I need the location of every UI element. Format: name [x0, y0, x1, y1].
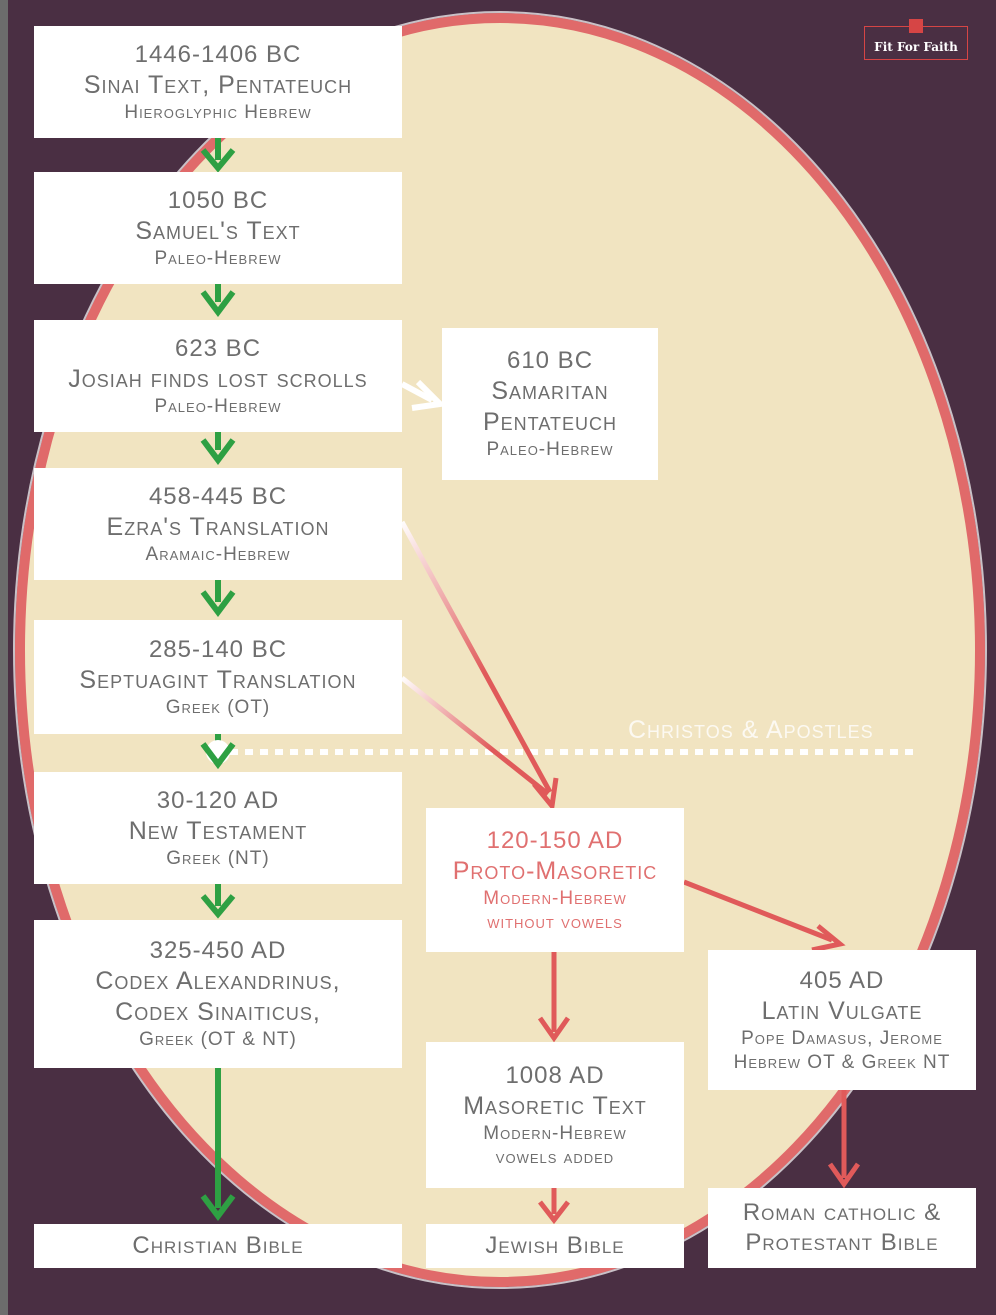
fit-for-faith-logo[interactable]: Fit For Faith	[864, 19, 968, 60]
box-script-line2: without vowels	[487, 911, 623, 933]
box-title: Septuagint Translation	[79, 665, 357, 694]
box-christian-bible: Christian Bible	[34, 1224, 402, 1268]
box-script: Greek (OT & NT)	[139, 1029, 297, 1051]
box-date: 458-445 BC	[148, 482, 288, 510]
box-ezra-translation: 458-445 BC Ezra's Translation Aramaic-He…	[34, 468, 402, 580]
box-date: 1050 BC	[167, 186, 269, 214]
box-title-line1: Codex Alexandrinus,	[95, 966, 341, 995]
logo-text: Fit For Faith	[874, 40, 958, 54]
box-script: Greek (OT)	[165, 696, 271, 718]
box-title: Latin Vulgate	[761, 996, 923, 1025]
box-title: Samuel's Text	[135, 216, 301, 245]
box-new-testament: 30-120 AD New Testament Greek (NT)	[34, 772, 402, 884]
box-date: 30-120 AD	[156, 786, 280, 814]
box-latin-vulgate: 405 AD Latin Vulgate Pope Damasus, Jerom…	[708, 950, 976, 1090]
box-proto-masoretic: 120-150 AD Proto-Masoretic Modern-Hebrew…	[426, 808, 684, 952]
box-josiah: 623 BC Josiah finds lost scrolls Paleo-H…	[34, 320, 402, 432]
box-jewish-bible: Jewish Bible	[426, 1224, 684, 1268]
white-arrow-samaritan	[400, 379, 447, 411]
box-title-line2: Pentateuch	[482, 408, 617, 437]
box-script: Aramaic-Hebrew	[145, 543, 291, 565]
box-title-line1: Samaritan	[491, 376, 609, 405]
arrow-ezra-proto	[399, 520, 553, 794]
box-sinai-text: 1446-1406 BC Sinai Text, Pentateuch Hier…	[34, 26, 402, 138]
endpoint-label-line2: Protestant Bible	[745, 1229, 939, 1256]
box-date: 120-150 AD	[486, 826, 624, 854]
box-date: 285-140 BC	[148, 635, 288, 663]
box-date: 1446-1406 BC	[134, 40, 302, 68]
box-title: Masoretic Text	[463, 1091, 647, 1120]
box-date: 405 AD	[799, 966, 885, 994]
box-masoretic-text: 1008 AD Masoretic Text Modern-Hebrew vow…	[426, 1042, 684, 1188]
christos-apostles-label: Christos & Apostles	[628, 716, 874, 744]
box-script: Paleo-Hebrew	[154, 247, 282, 269]
box-title: Josiah finds lost scrolls	[68, 364, 368, 393]
box-script-line1: Modern-Hebrew	[483, 1122, 627, 1144]
box-script-line1: Pope Damasus, Jerome	[741, 1027, 943, 1049]
box-catholic-protestant-bible: Roman catholic & Protestant Bible	[708, 1188, 976, 1268]
endpoint-label: Christian Bible	[132, 1232, 304, 1259]
arrow-septuagint-proto	[400, 676, 550, 796]
box-script-line2: Hebrew OT & Greek NT	[733, 1051, 951, 1073]
box-script: Paleo-Hebrew	[154, 395, 282, 417]
box-date: 623 BC	[174, 334, 262, 362]
box-script-line1: Modern-Hebrew	[483, 887, 627, 909]
box-samuel-text: 1050 BC Samuel's Text Paleo-Hebrew	[34, 172, 402, 284]
box-script: Paleo-Hebrew	[486, 439, 614, 461]
left-edge-strip	[0, 0, 8, 1315]
box-script-line2: vowels added	[495, 1146, 615, 1168]
box-date: 610 BC	[506, 346, 594, 374]
box-title: New Testament	[128, 816, 308, 845]
box-script: Greek (NT)	[166, 847, 270, 869]
box-title-line2: Codex Sinaiticus,	[115, 998, 321, 1027]
box-title: Proto-Masoretic	[452, 856, 658, 885]
box-date: 325-450 AD	[149, 936, 287, 964]
box-title: Ezra's Translation	[106, 512, 330, 541]
gift-icon	[909, 19, 923, 33]
endpoint-label-line1: Roman catholic &	[742, 1199, 942, 1226]
red-arrows	[537, 879, 861, 1225]
box-title: Sinai Text, Pentateuch	[83, 70, 353, 99]
endpoint-label: Jewish Bible	[485, 1232, 625, 1259]
box-septuagint: 285-140 BC Septuagint Translation Greek …	[34, 620, 402, 734]
box-date: 1008 AD	[505, 1061, 605, 1089]
box-codex: 325-450 AD Codex Alexandrinus, Codex Sin…	[34, 920, 402, 1068]
box-samaritan-pentateuch: 610 BC Samaritan Pentateuch Paleo-Hebrew	[442, 328, 658, 480]
box-script: Hieroglyphic Hebrew	[124, 101, 312, 123]
